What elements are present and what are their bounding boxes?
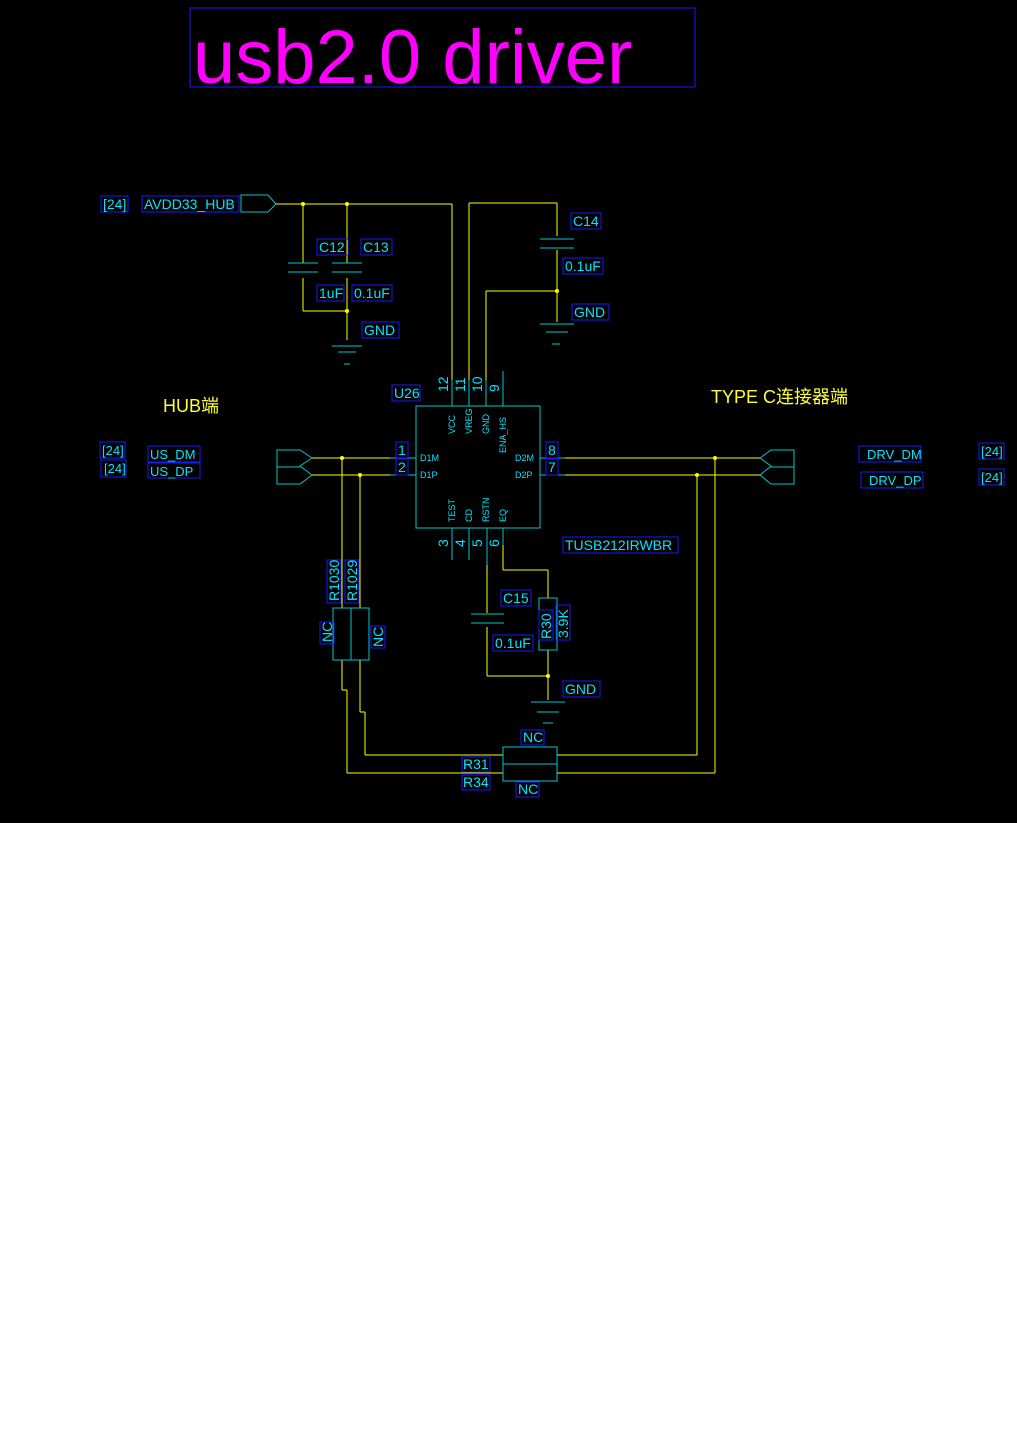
pin-rstn-name: RSTN — [481, 498, 491, 523]
pin-d1p-name: D1P — [420, 470, 438, 480]
pin-d1m-name: D1M — [420, 453, 439, 463]
pin-d2m-name: D2M — [515, 453, 534, 463]
drv-dp-ref: [24] — [981, 470, 1003, 485]
gnd-label-3: GND — [565, 681, 596, 697]
schematic-canvas: usb2.0 driver HUB端 TYPE C连接器端 — [99, 7, 1005, 798]
resistor-r1029 — [350, 607, 370, 661]
pin-12-num: 12 — [435, 376, 451, 392]
power-port-avdd33 — [240, 194, 277, 213]
r1030-value: NC — [319, 622, 335, 642]
c14-value: 0.1uF — [565, 258, 601, 274]
r34-ref: R34 — [463, 774, 489, 790]
capacitor-c14 — [540, 238, 574, 249]
page-title: usb2.0 driver — [193, 15, 632, 100]
pin-cd-name: CD — [464, 509, 474, 522]
pin-5-num: 5 — [469, 539, 485, 547]
drv-connector — [759, 449, 795, 485]
drv-dp-net-label: DRV_DP — [869, 473, 922, 488]
pin-1-num: 1 — [398, 442, 406, 458]
pin-2-num: 2 — [398, 459, 406, 475]
pin-gnd-name: GND — [481, 414, 491, 435]
resistor-r1030 — [332, 607, 352, 661]
pin-8-num: 8 — [548, 442, 556, 458]
gnd-symbol-1 — [332, 345, 362, 365]
pin-ena-hs-name: ENA_HS — [498, 417, 508, 453]
r31-ref: R31 — [463, 756, 489, 772]
us-dm-net-label: US_DM — [150, 447, 196, 462]
resistor-r34 — [502, 763, 558, 782]
r30-value: 3.9K — [555, 609, 571, 638]
c12-value: 1uF — [319, 285, 343, 301]
r1029-value: NC — [370, 627, 386, 647]
pin-test-name: TEST — [447, 498, 457, 522]
us-connector — [276, 449, 313, 485]
pin-11-num: 11 — [452, 377, 468, 392]
resistor-r31 — [502, 746, 558, 765]
capacitor-c13 — [332, 262, 362, 273]
pin-vcc-name: VCC — [447, 414, 457, 434]
pin-eq-name: EQ — [498, 509, 508, 522]
us-dp-ref: [24] — [104, 461, 126, 476]
r1029-ref: R1029 — [344, 560, 360, 601]
avdd33-ref: [24] — [103, 196, 126, 212]
hub-side-heading: HUB端 — [163, 396, 219, 416]
ic-ref: U26 — [394, 385, 420, 401]
typec-side-heading: TYPE C连接器端 — [711, 387, 848, 407]
capacitor-c12 — [288, 262, 318, 273]
pin-4-num: 4 — [452, 539, 468, 547]
r31-value: NC — [523, 729, 543, 745]
r1030-ref: R1030 — [326, 560, 342, 601]
gnd-symbol-3 — [531, 701, 565, 724]
pin-10-num: 10 — [469, 376, 485, 392]
c13-ref: C13 — [363, 239, 389, 255]
capacitor-c15 — [471, 613, 504, 624]
title-box — [189, 7, 696, 88]
drv-dm-net-label: DRV_DM — [867, 447, 922, 462]
r30-ref: R30 — [538, 613, 554, 639]
pin-3-num: 3 — [435, 539, 451, 547]
gnd-label-1: GND — [574, 304, 605, 320]
c13-value: 0.1uF — [354, 285, 390, 301]
c15-value: 0.1uF — [495, 635, 531, 651]
pin-9-num: 9 — [486, 384, 502, 392]
junctions — [301, 202, 717, 678]
c14-ref: C14 — [573, 213, 599, 229]
ic-part-number: TUSB212IRWBR — [565, 537, 672, 553]
avdd33-net-label: AVDD33_HUB — [144, 196, 235, 212]
c12-ref: C12 — [319, 239, 345, 255]
us-dm-ref: [24] — [102, 443, 124, 458]
ic-u26-body — [415, 405, 541, 529]
gnd-symbol-2 — [540, 323, 574, 345]
pin-7-num: 7 — [548, 459, 556, 475]
us-dp-net-label: US_DP — [150, 464, 193, 479]
pin-6-num: 6 — [486, 539, 502, 547]
c15-ref: C15 — [503, 590, 529, 606]
pin-vreg-name: VREG — [464, 408, 474, 434]
wires — [275, 202, 760, 774]
r34-value: NC — [518, 781, 538, 797]
schematic-sheet: usb2.0 driver HUB端 TYPE C连接器端 — [0, 0, 1017, 823]
drv-dm-ref: [24] — [981, 444, 1003, 459]
pin-d2p-name: D2P — [515, 470, 533, 480]
gnd-label-2: GND — [364, 322, 395, 338]
